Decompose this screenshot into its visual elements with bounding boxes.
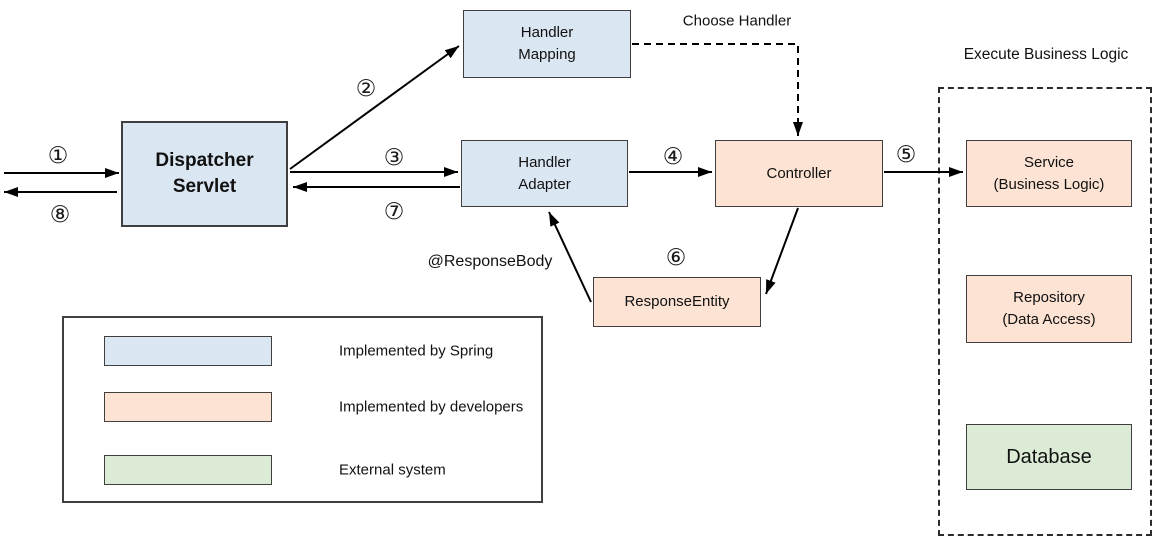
legend-label-spring: Implemented by Spring [339,342,494,360]
arrow-controller-to-response-entity [765,207,799,295]
response-body-annotation-label: @ResponseBody [427,253,553,270]
legend-item-external: External system [104,455,524,485]
response-entity-node: ResponseEntity [593,277,761,327]
controller-node: Controller [715,140,883,207]
legend-label-external: External system [339,461,446,479]
handler-adapter-label-line1: Handler [518,153,571,171]
choose-handler-label: Choose Handler [682,12,792,30]
legend: Implemented by Spring Implemented by dev… [62,316,543,503]
handler-adapter-node: Handler Adapter [461,140,628,207]
dispatcher-servlet-label-line2: Servlet [172,176,237,197]
handler-mapping-label-line2: Mapping [518,46,576,63]
step-6-badge: ⑥ [665,245,687,271]
handler-mapping-label-line1: Handler [520,24,574,41]
dispatcher-servlet-label-line1: Dispatcher [155,150,254,171]
response-entity-label: ResponseEntity [624,293,730,310]
step-7-badge: ⑦ [383,199,405,225]
service-label-line1: Service [1023,153,1075,171]
business-logic-group-frame [938,87,1152,536]
step-5-badge: ⑤ [895,142,917,168]
legend-item-spring: Implemented by Spring [104,336,524,366]
arrow-step-2-to-handler-mapping [289,45,460,170]
legend-item-developers: Implemented by developers [104,392,524,422]
step-2-badge: ② [355,76,377,102]
database-label: Database [1006,446,1092,468]
step-8-badge: ⑧ [49,202,71,228]
database-node: Database [966,424,1132,490]
step-4-badge: ④ [662,144,684,170]
dashed-arrow-choose-handler [632,43,803,136]
step-1-badge: ① [47,143,69,169]
step-3-badge: ③ [383,145,405,171]
legend-swatch-external [104,455,272,485]
legend-label-developers: Implemented by developers [339,398,524,416]
dispatcher-servlet-node: Dispatcher Servlet [121,121,288,227]
repository-label-line2: (Data Access) [1002,311,1096,328]
handler-mapping-node: Handler Mapping [463,10,631,78]
repository-label-line1: Repository [1013,289,1085,306]
arrow-response-entity-to-handler-adapter [548,211,592,303]
service-label-line2: (Business Logic) [993,175,1105,193]
repository-node: Repository (Data Access) [966,275,1132,343]
business-logic-group-title: Execute Business Logic [963,46,1129,63]
controller-label: Controller [766,164,832,182]
service-node: Service (Business Logic) [966,140,1132,207]
handler-adapter-label-line2: Adapter [518,175,571,193]
legend-swatch-developers [104,392,272,422]
legend-swatch-spring [104,336,272,366]
